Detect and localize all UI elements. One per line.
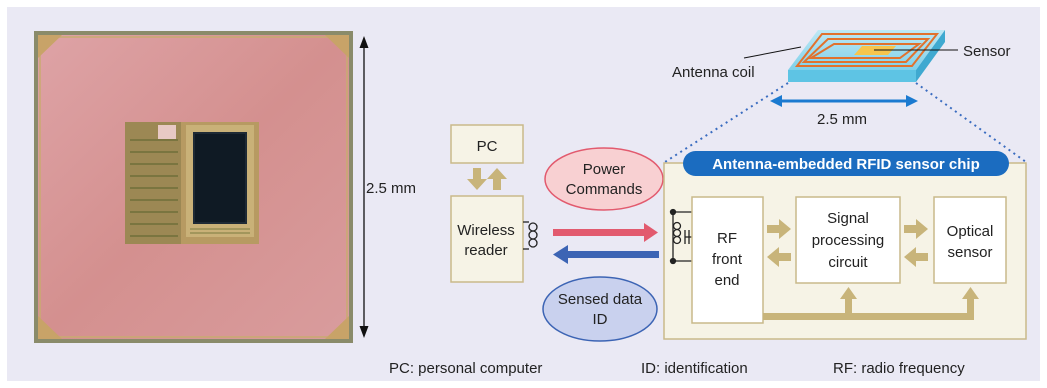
pc-reader-arrows: [467, 168, 507, 190]
power-bus-arrows: [763, 287, 979, 320]
chip-coil-icon: [669, 208, 692, 265]
antenna-chip-drawing: [788, 30, 945, 82]
commands-label: Commands: [566, 181, 643, 198]
rfid-chip-title: Antenna-embedded RFID sensor chip: [712, 156, 980, 173]
signal-label-line3: circuit: [828, 254, 868, 271]
antenna-pointer-line: [743, 46, 802, 59]
antenna-dimension-label: 2.5 mm: [817, 111, 867, 128]
chip-dimension-label: 2.5 mm: [366, 180, 416, 197]
sensed-data-label: Sensed data: [558, 291, 643, 308]
sensed-data-bubble: [542, 276, 658, 342]
signal-label-line1: Signal: [827, 210, 869, 227]
chip-photo: [34, 31, 353, 343]
reader-coil-icon: [523, 221, 538, 250]
chip-dimension-arrow: [359, 36, 369, 338]
optical-label-line2: sensor: [947, 244, 992, 261]
rfid-chip-title-pill: [683, 151, 1009, 176]
pc-label: PC: [477, 138, 498, 155]
signal-processing-box: [795, 196, 901, 284]
legend-pc: PC: personal computer: [389, 360, 542, 377]
wireless-reader-box: [450, 195, 524, 283]
data-arrow: [553, 245, 659, 264]
rf-label-line3: end: [714, 272, 739, 289]
reader-label-line1: Wireless: [457, 222, 515, 239]
legend-id: ID: identification: [641, 360, 748, 377]
legend-rf: RF: radio frequency: [833, 360, 965, 377]
reader-label-line2: reader: [464, 242, 507, 259]
rf-front-end-box: [691, 196, 764, 324]
internal-signal-arrows: [767, 219, 928, 267]
rf-label-line2: front: [712, 251, 743, 268]
antenna-coil-label: Antenna coil: [672, 64, 755, 81]
sensor-label: Sensor: [963, 43, 1011, 60]
optical-sensor-box: [933, 196, 1007, 284]
rf-label-line1: RF: [717, 230, 737, 247]
power-commands-bubble: [544, 147, 664, 211]
projection-line-right: [915, 82, 1027, 163]
optical-label-line1: Optical: [947, 223, 994, 240]
id-label: ID: [593, 311, 608, 328]
power-arrow: [553, 223, 658, 242]
signal-label-line2: processing: [812, 232, 885, 249]
projection-line-left: [664, 82, 789, 163]
power-label: Power: [583, 161, 626, 178]
pc-box: [450, 124, 524, 164]
antenna-dimension-arrow: [770, 95, 918, 107]
